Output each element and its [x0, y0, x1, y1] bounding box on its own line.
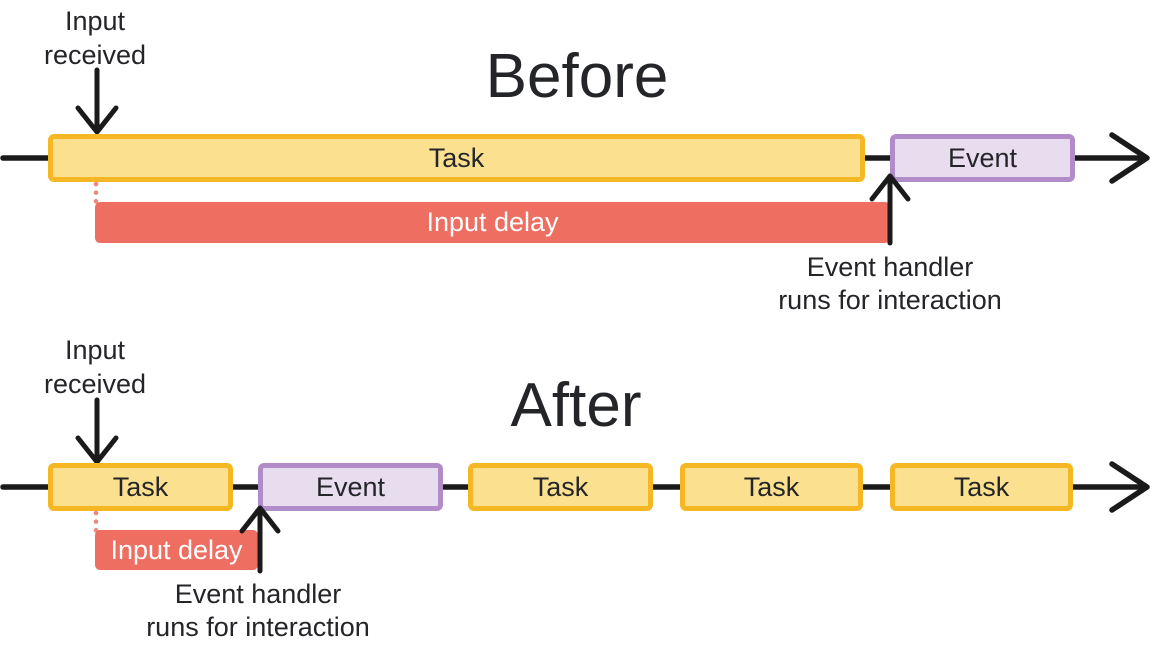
- after-event-box: Event: [258, 463, 443, 511]
- before-event-handler-label: Event handler runs for interaction: [778, 252, 1002, 315]
- after-input-received-label: Input received: [43, 335, 147, 399]
- before-delay-dotted-line: [93, 181, 99, 207]
- after-task-label-3: Task: [743, 471, 800, 502]
- after-event-label: Event: [315, 471, 386, 502]
- after-task-label-2: Task: [532, 471, 589, 502]
- after-input-delay-bar: Input delay: [95, 530, 258, 570]
- after-task-label-1: Task: [112, 471, 169, 502]
- after-title: After: [510, 371, 642, 440]
- after-input-delay-label: Input delay: [110, 534, 243, 565]
- after-delay-dotted-line: [93, 510, 99, 536]
- after-event-handler-label: Event handler runs for interaction: [146, 579, 370, 642]
- before-task-label: Task: [428, 142, 485, 173]
- after-input-arrow-down-icon: [75, 397, 119, 465]
- after-event-handler-arrow-up-icon: [239, 505, 281, 574]
- before-event-label: Event: [947, 142, 1018, 173]
- before-input-delay-bar: Input delay: [95, 202, 890, 243]
- before-task-box: Task: [48, 134, 865, 182]
- before-event-handler-arrow-up-icon: [869, 173, 911, 246]
- after-task-box-4: Task: [890, 463, 1073, 511]
- before-title: Before: [485, 42, 669, 111]
- after-task-box-3: Task: [680, 463, 863, 511]
- after-task-box-1: Task: [48, 463, 233, 511]
- after-task-label-4: Task: [953, 471, 1010, 502]
- before-event-box: Event: [890, 134, 1075, 182]
- before-input-delay-label: Input delay: [426, 207, 559, 237]
- after-task-box-2: Task: [468, 463, 653, 511]
- before-input-received-label: Input received: [43, 6, 147, 70]
- before-input-arrow-down-icon: [75, 67, 119, 135]
